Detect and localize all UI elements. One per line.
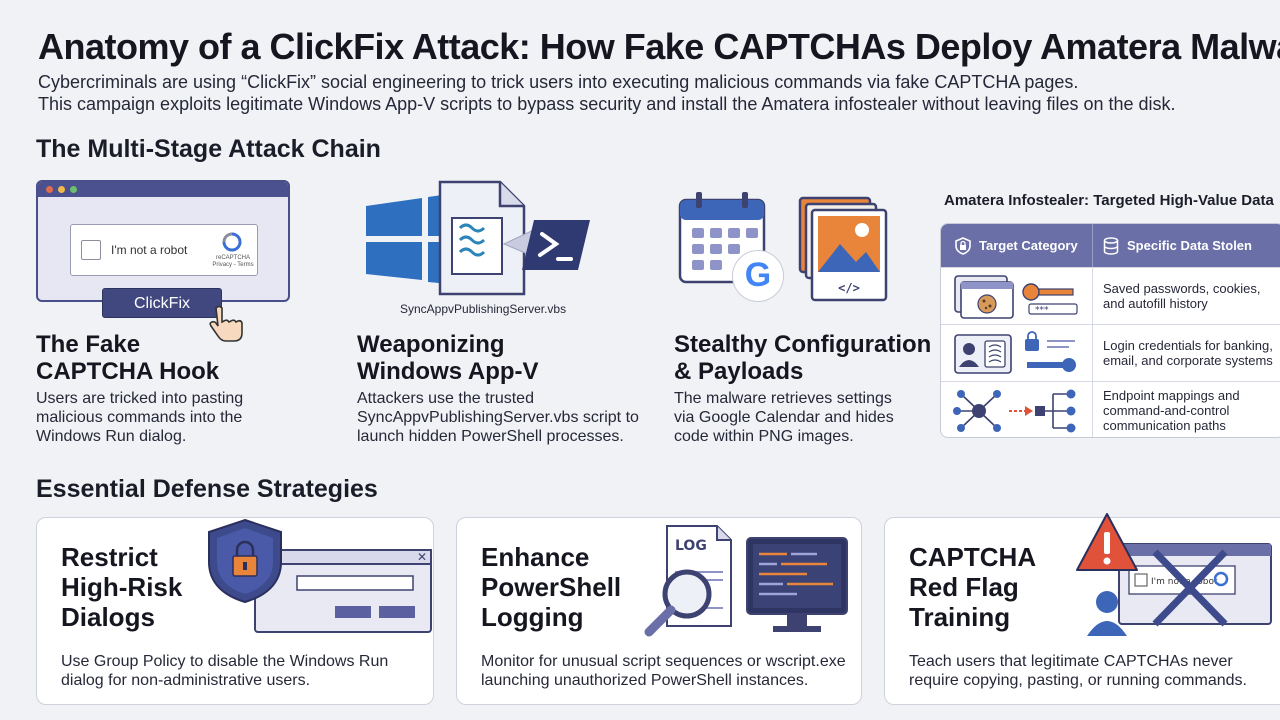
clickfix-button[interactable]: ClickFix: [102, 288, 222, 318]
captcha-links: Privacy - Terms: [212, 262, 254, 268]
log-magnifier-icon: LOG: [644, 525, 848, 637]
windows-appv-illustration: [366, 180, 590, 296]
defense-card: Enhance PowerShell Logging LOG Monitor f…: [456, 517, 862, 705]
card-title: CAPTCHA Red Flag Training: [909, 542, 1036, 632]
window-dot-icon: [70, 186, 77, 193]
browser-titlebar: [38, 182, 288, 197]
vbs-filename: SyncAppvPublishingServer.vbs: [400, 302, 567, 316]
captcha-checkbox: [81, 240, 101, 260]
stage-title: The Fake CAPTCHA Hook: [36, 331, 220, 385]
row-data-text: Login credentials for banking, email, an…: [1103, 338, 1273, 368]
stage-description: Users are tricked into pasting malicious…: [36, 390, 244, 445]
google-letter: G: [744, 256, 772, 294]
row-data-text: Endpoint mappings and command-and-contro…: [1103, 387, 1240, 433]
svg-text:***: ***: [1035, 306, 1049, 316]
svg-text:✕: ✕: [417, 550, 427, 564]
warning-captcha-icon: I'm not a robot: [1076, 513, 1272, 636]
browser-cookie-key-icon: ***: [954, 275, 1078, 319]
column-header-category: Target Category: [979, 238, 1078, 253]
shield-lock-icon: ✕: [208, 518, 432, 633]
card-description: Teach users that legitimate CAPTCHAs nev…: [909, 653, 1247, 689]
page-title: Anatomy of a ClickFix Attack: How Fake C…: [38, 26, 1280, 67]
shield-lock-icon: [955, 236, 971, 255]
table-row: Endpoint mappings and command-and-contro…: [941, 381, 1280, 437]
card-description: Use Group Policy to disable the Windows …: [61, 653, 389, 689]
stage-description: The malware retrieves settings via Googl…: [674, 390, 894, 445]
captcha-widget: I'm not a robot reCAPTCHA Privacy - Term…: [70, 224, 258, 276]
attack-chain-heading: The Multi-Stage Attack Chain: [36, 135, 381, 163]
fake-captcha-browser-illustration: I'm not a robot reCAPTCHA Privacy - Term…: [36, 180, 290, 302]
network-map-icon: [953, 389, 1076, 433]
data-table-title: Amatera Infostealer: Targeted High-Value…: [944, 192, 1274, 209]
card-title: Restrict High-Risk Dialogs: [61, 542, 183, 632]
intro-line-1: Cybercriminals are using “ClickFix” soci…: [38, 72, 1079, 92]
intro-line-2: This campaign exploits legitimate Window…: [38, 94, 1176, 114]
google-icon: G: [732, 250, 784, 302]
captcha-brand: reCAPTCHA: [215, 255, 250, 261]
recaptcha-logo-icon: [222, 232, 242, 252]
table-row: Login credentials for banking, email, an…: [941, 324, 1280, 381]
data-table: Target Category Specific Data Stolen ***: [940, 223, 1280, 438]
card-description: Monitor for unusual script sequences or …: [481, 653, 846, 689]
stage-description: Attackers use the trusted SyncAppvPublis…: [357, 390, 639, 445]
png-image-stack-icon: </>: [798, 196, 888, 302]
hand-cursor-icon: [209, 305, 243, 342]
captcha-label: I'm not a robot: [111, 243, 188, 257]
log-label: LOG: [675, 538, 707, 554]
window-dot-icon: [58, 186, 65, 193]
card-title: Enhance PowerShell Logging: [481, 542, 622, 632]
defense-card: Restrict High-Risk Dialogs ✕ Use Group P…: [36, 517, 434, 705]
identity-credentials-icon: [954, 331, 1076, 374]
table-row: *** Saved passwords, cookies, and autofi…: [941, 267, 1280, 324]
defense-heading: Essential Defense Strategies: [36, 475, 378, 503]
stage-title: Weaponizing Windows App-V: [357, 331, 539, 385]
row-data-text: Saved passwords, cookies, and autofill h…: [1103, 281, 1261, 311]
column-header-data: Specific Data Stolen: [1127, 238, 1252, 253]
database-icon: [1103, 236, 1119, 255]
defense-card: CAPTCHA Red Flag Training I'm not a robo…: [884, 513, 1280, 705]
stage-title: Stealthy Configuration & Payloads: [674, 331, 932, 385]
powershell-icon: [522, 220, 590, 270]
data-table-header: Target Category Specific Data Stolen: [941, 224, 1280, 267]
window-dot-icon: [46, 186, 53, 193]
script-file-icon: [438, 180, 526, 296]
code-icon: </>: [838, 281, 860, 295]
